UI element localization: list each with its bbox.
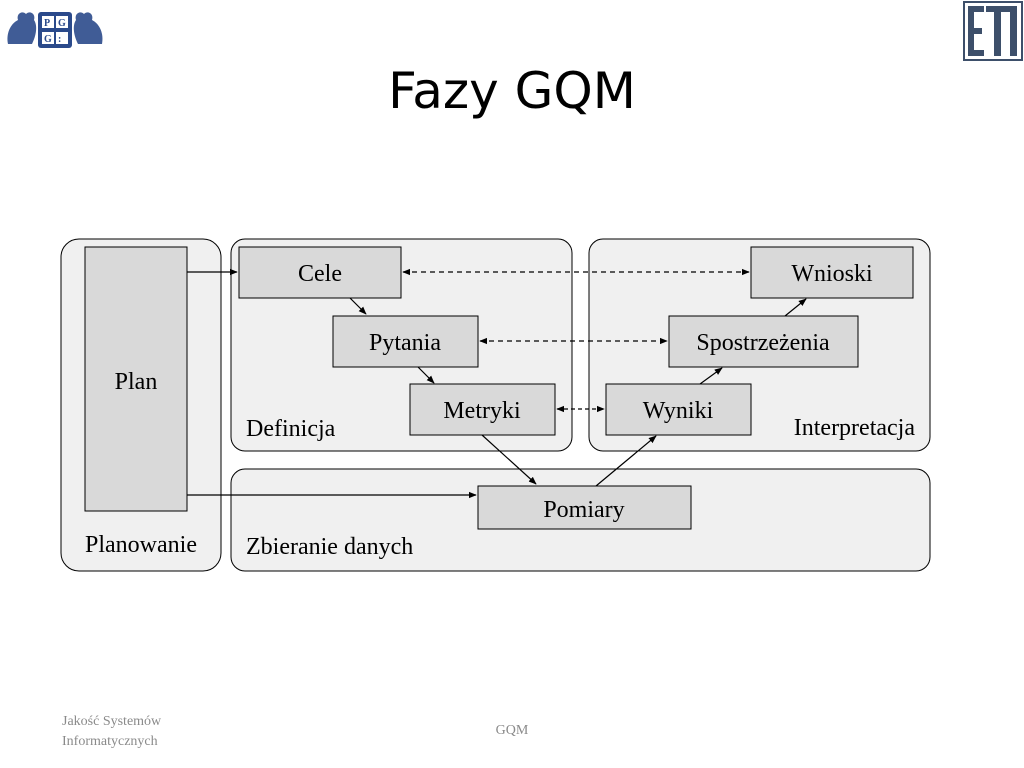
box-spostrzezenia <box>668 315 859 368</box>
box-wyniki <box>605 383 752 436</box>
eti-logo <box>962 0 1024 62</box>
region-label-planowanie: Planowanie <box>85 532 197 558</box>
footer-course-line1: Jakość Systemów <box>62 714 162 729</box>
svg-text:G: G <box>44 34 52 45</box>
label-plan: Plan <box>115 369 158 395</box>
label-metryki: Metryki <box>443 398 521 424</box>
region-label-zbieranie-danych: Zbieranie danych <box>246 534 413 560</box>
svg-text::: : <box>58 34 61 45</box>
slide-title: Fazy GQM <box>388 62 636 120</box>
footer-course: Jakość Systemów Informatycznych <box>62 712 161 752</box>
label-cele: Cele <box>298 261 342 287</box>
label-wnioski: Wnioski <box>791 261 873 287</box>
label-pytania: Pytania <box>369 330 441 356</box>
footer-topic: GQM <box>495 723 529 738</box>
box-pytania <box>332 315 479 368</box>
box-pomiary <box>477 485 692 530</box>
region-label-definicja: Definicja <box>246 416 336 442</box>
label-wyniki: Wyniki <box>643 398 714 424</box>
arrow-pytania-to-metryki <box>417 366 435 384</box>
box-cele <box>238 246 402 299</box>
svg-text:G: G <box>58 18 66 29</box>
footer-course-line2: Informatycznych <box>62 734 158 749</box>
arrow-spostrzezenia-to-wnioski <box>784 298 807 317</box>
label-spostrzezenia: Spostrzeżenia <box>696 330 830 356</box>
label-pomiary: Pomiary <box>543 497 624 523</box>
svg-text:P: P <box>44 18 50 29</box>
box-plan <box>84 246 188 512</box>
arrow-wyniki-to-spostrzezenia <box>699 367 723 385</box>
arrow-metryki-to-pomiary <box>481 434 537 485</box>
box-wnioski <box>750 246 914 299</box>
arrow-cele-to-pytania <box>349 297 367 315</box>
region-label-interpretacja: Interpretacja <box>794 415 916 441</box>
box-metryki <box>409 383 556 436</box>
arrow-pomiary-to-wyniki <box>595 435 657 487</box>
